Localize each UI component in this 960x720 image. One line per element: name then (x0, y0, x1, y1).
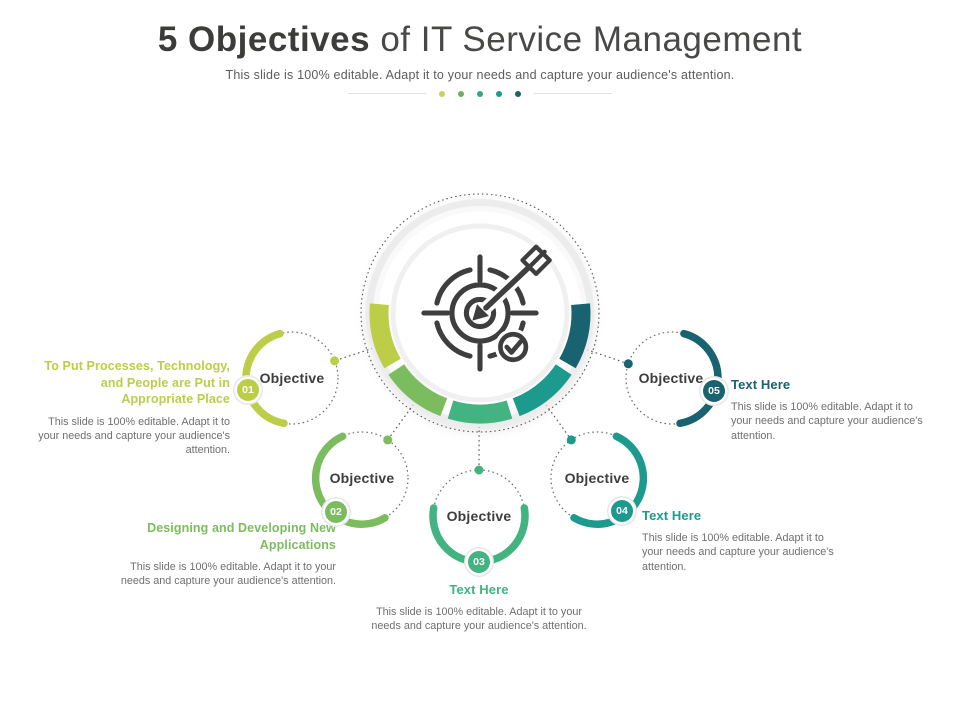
target-middle-ring (449, 282, 511, 344)
text-block-heading-3: Text Here (449, 582, 509, 597)
target-icon (421, 244, 552, 372)
hub-dotted-outline (360, 193, 600, 433)
divider-dot-1 (439, 90, 445, 97)
text-block-heading-2: Designing and Developing New Application… (147, 521, 336, 552)
hub-inner-ring (390, 223, 570, 403)
objective-badge-4: 04 (611, 500, 633, 522)
target-outer-arc (434, 267, 473, 306)
text-block-2: Designing and Developing New Application… (110, 520, 336, 589)
hub-arc-segment-5 (559, 303, 591, 369)
connector-node-4 (566, 435, 576, 445)
text-block-1: To Put Processes, Technology, and People… (38, 358, 230, 457)
text-block-body-3: This slide is 100% editable. Adapt it to… (371, 606, 587, 633)
divider (0, 90, 960, 97)
hub-arc-segments (369, 303, 591, 424)
page-title: 5 Objectives of IT Service Management (0, 20, 960, 59)
text-block-body-4: This slide is 100% editable. Adapt it to… (642, 532, 834, 573)
target-outer-arc (434, 320, 473, 359)
hub-arc-segment-3 (447, 400, 513, 424)
check-mark (504, 339, 524, 355)
hub-arc-segment-1 (369, 303, 401, 369)
objective-label-2: Objective (329, 470, 395, 486)
slide-header: 5 Objectives of IT Service Management Th… (0, 20, 960, 97)
connector-node-2 (383, 435, 393, 445)
title-bold: 5 Objectives (157, 20, 371, 59)
connector-node-5 (623, 359, 633, 369)
arrow-shaft (483, 260, 537, 311)
target-inner-ring (463, 296, 497, 330)
text-block-body-5: This slide is 100% editable. Adapt it to… (731, 401, 923, 442)
divider-rule-right (534, 93, 612, 95)
arrow-head (472, 304, 489, 321)
text-block-4: Text Here This slide is 100% editable. A… (642, 507, 847, 574)
objective-ring-dotted-1 (245, 331, 339, 425)
text-block-heading-4: Text Here (642, 508, 702, 523)
connector-node-3 (474, 465, 484, 475)
divider-dot-3 (477, 90, 483, 97)
objective-badge-1: 01 (237, 379, 259, 401)
objective-label-1: Objective (259, 370, 325, 386)
text-block-body-1: This slide is 100% editable. Adapt it to… (38, 415, 230, 457)
objective-label-4: Objective (564, 470, 630, 486)
objective-arc-2 (311, 432, 389, 528)
objective-badge-5: 05 (703, 380, 725, 402)
objective-badge-2: 02 (325, 501, 347, 523)
title-rest: of IT Service Management (380, 20, 803, 59)
text-block-body-2: This slide is 100% editable. Adapt it to… (120, 561, 336, 588)
hub-arc-segment-4 (512, 363, 572, 417)
text-block-heading-1: To Put Processes, Technology, and People… (44, 359, 230, 406)
divider-dot-2 (458, 90, 464, 97)
objective-arc-4 (570, 432, 648, 528)
text-block-3: Text Here This slide is 100% editable. A… (371, 581, 587, 634)
objective-label-5: Objective (638, 370, 704, 386)
text-block-heading-5: Text Here (731, 377, 791, 392)
divider-dot-4 (496, 90, 502, 97)
connector-node-1 (330, 356, 340, 366)
divider-dot-5 (515, 90, 521, 97)
divider-rule-left (348, 93, 426, 95)
subtitle: This slide is 100% editable. Adapt it to… (225, 67, 735, 82)
objective-label-3: Objective (446, 508, 512, 524)
hub-arc-segment-2 (388, 363, 448, 417)
arrow-fletching-line (525, 249, 547, 271)
check-circle (498, 331, 529, 363)
text-block-5: Text Here This slide is 100% editable. A… (731, 376, 936, 443)
objective-badge-3: 03 (468, 551, 490, 573)
